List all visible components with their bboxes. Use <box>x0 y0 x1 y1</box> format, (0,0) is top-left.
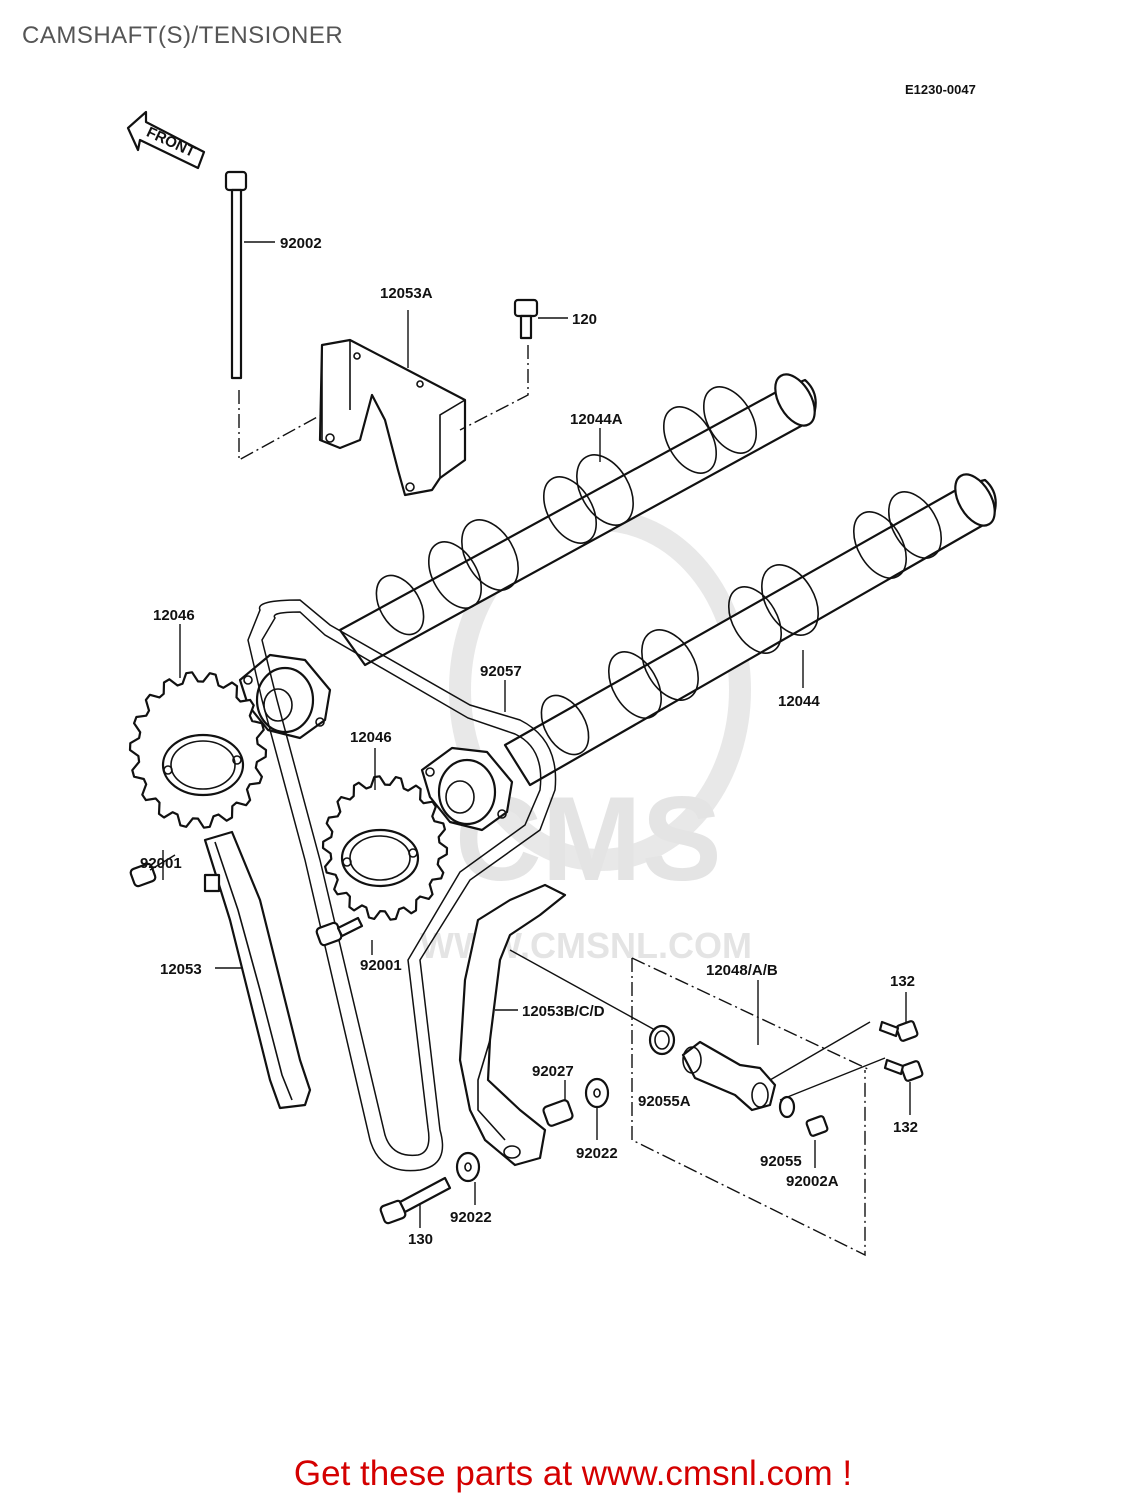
bolt-132-top <box>878 992 919 1042</box>
callout-12046-center: 12046 <box>350 729 392 746</box>
bolt-92001-left <box>129 850 176 888</box>
callout-92002A: 92002A <box>786 1173 839 1190</box>
collar-92027 <box>542 1080 574 1127</box>
callout-132-bottom: 132 <box>893 1119 918 1136</box>
callout-92001-left: 92001 <box>140 855 182 872</box>
front-arrow-icon: FRONT <box>126 110 206 170</box>
washer-92022-bottom <box>455 1151 481 1205</box>
callout-12044: 12044 <box>778 693 820 710</box>
callout-12053A: 12053A <box>380 285 433 302</box>
callout-12046-left: 12046 <box>153 607 195 624</box>
bolt-130 <box>379 1176 452 1228</box>
sprocket-12046-center <box>321 748 449 921</box>
callout-92022-bottom: 92022 <box>450 1209 492 1226</box>
callout-132-top: 132 <box>890 973 915 990</box>
camshaft-12044 <box>503 473 997 787</box>
callout-92002: 92002 <box>280 235 322 252</box>
diagram-code: E1230-0047 <box>905 82 976 97</box>
tensioner-guide-12053BCD <box>458 883 567 1167</box>
callout-92055: 92055 <box>760 1153 802 1170</box>
sprocket-12046-left <box>128 624 268 829</box>
callout-92057: 92057 <box>480 663 522 680</box>
callout-12053BCD: 12053B/C/D <box>522 1003 605 1020</box>
footer-link[interactable]: Get these parts at www.cmsnl.com ! <box>293 1454 853 1493</box>
camshaft-12044A <box>338 373 817 667</box>
callout-92027: 92027 <box>532 1063 574 1080</box>
callouts: 92002 12053A 120 12044A 12046 92057 1204… <box>140 235 918 1248</box>
chain-guide-12053 <box>203 830 312 1110</box>
long-bolt-92002 <box>224 170 331 462</box>
tensioner-assembly-12048 <box>509 949 886 1257</box>
callout-92022-right: 92022 <box>576 1145 618 1162</box>
callout-130: 130 <box>408 1231 433 1248</box>
plug-92002A <box>805 1115 829 1168</box>
washer-92022-right <box>584 1077 610 1140</box>
callout-12044A: 12044A <box>570 411 623 428</box>
callout-12048: 12048/A/B <box>706 962 778 979</box>
callout-92055A: 92055A <box>638 1093 691 1110</box>
bolt-120 <box>459 298 568 431</box>
callout-12053: 12053 <box>160 961 202 978</box>
cam-chain-guide-bracket-12053A <box>318 310 467 497</box>
callout-92001-center: 92001 <box>360 957 402 974</box>
page-title: CAMSHAFT(S)/TENSIONER <box>22 22 344 49</box>
bolt-92001-center <box>315 916 373 955</box>
cam-sprocket-hub-lower <box>420 746 514 832</box>
callout-120: 120 <box>572 311 597 328</box>
cam-sprocket-hub-upper <box>238 653 332 740</box>
cam-chain-92057 <box>247 599 557 1172</box>
bolt-132-bottom <box>883 1058 924 1115</box>
